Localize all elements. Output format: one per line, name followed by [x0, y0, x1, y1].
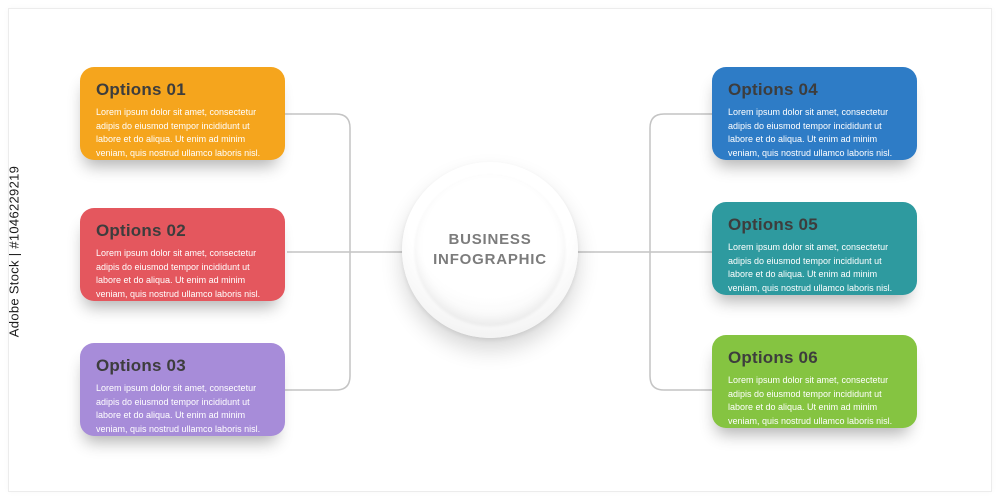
option-title: Options 06 [728, 348, 818, 367]
center-circle: BUSINESS INFOGRAPHIC [402, 162, 578, 338]
option-box-02: Options 02 Lorem ipsum dolor sit amet, c… [80, 208, 285, 301]
option-body: Lorem ipsum dolor sit amet, consectetur … [728, 242, 893, 293]
option-body: Lorem ipsum dolor sit amet, consectetur … [96, 107, 261, 158]
option-body: Lorem ipsum dolor sit amet, consectetur … [96, 248, 261, 299]
option-body: Lorem ipsum dolor sit amet, consectetur … [728, 375, 893, 426]
center-title-line2: INFOGRAPHIC [433, 251, 547, 268]
center-title-line1: BUSINESS [448, 230, 532, 248]
option-box-01: Options 01 Lorem ipsum dolor sit amet, c… [80, 67, 285, 160]
center-circle-inner: BUSINESS INFOGRAPHIC [415, 175, 565, 325]
option-title: Options 02 [96, 221, 186, 240]
option-box-05: Options 05 Lorem ipsum dolor sit amet, c… [712, 202, 917, 295]
option-body: Lorem ipsum dolor sit amet, consectetur … [728, 107, 893, 158]
stock-watermark: Adobe Stock | #1046229219 [6, 165, 22, 338]
option-title: Options 03 [96, 356, 186, 375]
option-box-04: Options 04 Lorem ipsum dolor sit amet, c… [712, 67, 917, 160]
option-box-06: Options 06 Lorem ipsum dolor sit amet, c… [712, 335, 917, 428]
center-title: BUSINESS INFOGRAPHIC [433, 230, 547, 271]
option-box-03: Options 03 Lorem ipsum dolor sit amet, c… [80, 343, 285, 436]
option-body: Lorem ipsum dolor sit amet, consectetur … [96, 383, 261, 434]
option-title: Options 05 [728, 215, 818, 234]
option-title: Options 04 [728, 80, 818, 99]
option-title: Options 01 [96, 80, 186, 99]
